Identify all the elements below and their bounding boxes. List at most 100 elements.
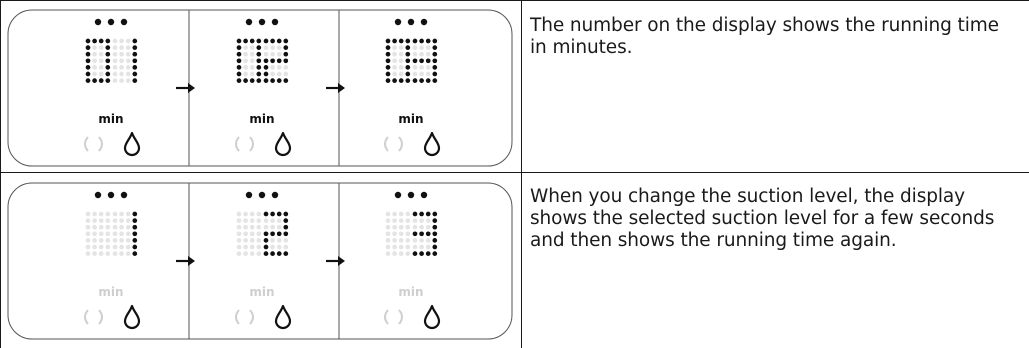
three-dot-indicator-icon (94, 191, 128, 199)
matrix-dot (132, 78, 138, 83)
matrix-dot (85, 224, 91, 230)
matrix-dot (398, 65, 404, 70)
indicator-dot (258, 18, 266, 26)
matrix-dot (385, 218, 391, 223)
matrix-dot (98, 211, 104, 217)
matrix-dot (132, 211, 138, 217)
matrix-dot (92, 238, 97, 243)
matrix-dot (98, 45, 104, 50)
matrix-dot (283, 58, 289, 64)
matrix-dot (398, 224, 404, 230)
digit-1 (112, 38, 138, 83)
digit-0 (385, 38, 411, 83)
matrix-dot (385, 38, 391, 44)
matrix-dot (419, 65, 424, 70)
matrix-dot (236, 38, 242, 44)
digit-8 (85, 211, 111, 256)
matrix-dot (276, 211, 282, 217)
digit-8 (236, 211, 262, 256)
matrix-dot (276, 45, 282, 50)
matrix-dot (98, 231, 104, 237)
matrix-dot (92, 58, 97, 64)
matrix-dot (276, 231, 282, 237)
right-arrow-icon (176, 256, 195, 266)
matrix-dot (283, 65, 289, 70)
matrix-dot (105, 224, 111, 230)
indicator-dot (107, 191, 115, 199)
matrix-dot (276, 65, 282, 70)
right-arrow-icon (326, 256, 345, 266)
matrix-dot (276, 238, 282, 243)
matrix-dot (112, 244, 118, 250)
matrix-dot (270, 51, 275, 57)
matrix-dot (283, 238, 289, 243)
matrix-dot (243, 78, 248, 83)
matrix-dot (412, 45, 418, 50)
bracket-left (235, 136, 240, 152)
matrix-dot (92, 211, 97, 217)
matrix-dot (98, 251, 104, 256)
matrix-dot (92, 244, 97, 250)
matrix-dot (85, 45, 91, 50)
indicator-dot (120, 191, 128, 199)
matrix-dot (119, 224, 124, 230)
matrix-dot (405, 211, 411, 217)
matrix-dot (283, 51, 289, 57)
matrix-dot (125, 78, 131, 83)
matrix-dot (243, 251, 248, 256)
matrix-dot (263, 218, 269, 223)
matrix-dot (398, 218, 404, 223)
matrix-dot (125, 231, 131, 237)
matrix-dot (112, 51, 118, 57)
matrix-dot (412, 51, 418, 57)
matrix-dot (132, 51, 138, 57)
bracket-right (98, 309, 103, 325)
matrix-dot (105, 244, 111, 250)
matrix-dot (392, 244, 397, 250)
matrix-dot (432, 78, 438, 83)
matrix-dot (256, 244, 262, 250)
matrix-dot (132, 65, 138, 70)
indicator-dot (94, 191, 102, 199)
matrix-dot (236, 238, 242, 243)
digit-2 (263, 211, 289, 256)
matrix-dot (98, 65, 104, 70)
matrix-dot (412, 78, 418, 83)
matrix-dot (398, 238, 404, 243)
matrix-dot (125, 251, 131, 256)
matrix-dot (419, 224, 424, 230)
matrix-dot (119, 58, 124, 64)
arrow-head (188, 83, 195, 93)
matrix-dot (425, 224, 431, 230)
matrix-dot (283, 38, 289, 44)
matrix-dot (132, 71, 138, 77)
water-drop-icon (423, 304, 441, 330)
bracket-pair-icon (235, 136, 254, 152)
matrix-dot (425, 58, 431, 64)
matrix-dot (392, 251, 397, 256)
matrix-dot (392, 231, 397, 237)
display-panel: min (84, 18, 141, 157)
indicator-dot (271, 191, 279, 199)
indicator-dot (271, 18, 279, 26)
matrix-dot (98, 58, 104, 64)
matrix-dot (243, 224, 248, 230)
bracket-right (398, 309, 403, 325)
matrix-dot (276, 218, 282, 223)
matrix-dot (243, 211, 248, 217)
water-drop-icon (123, 131, 141, 157)
matrix-dot (405, 238, 411, 243)
matrix-dot (405, 71, 411, 77)
indicator-dot (107, 18, 115, 26)
matrix-dot (92, 251, 97, 256)
matrix-dot (105, 51, 111, 57)
matrix-dot (270, 71, 275, 77)
matrix-dot (276, 58, 282, 64)
matrix-dot (419, 38, 424, 44)
matrix-dot (283, 218, 289, 223)
matrix-dot (385, 78, 391, 83)
matrix-dot (112, 251, 118, 256)
matrix-dot (112, 71, 118, 77)
matrix-dot (270, 65, 275, 70)
